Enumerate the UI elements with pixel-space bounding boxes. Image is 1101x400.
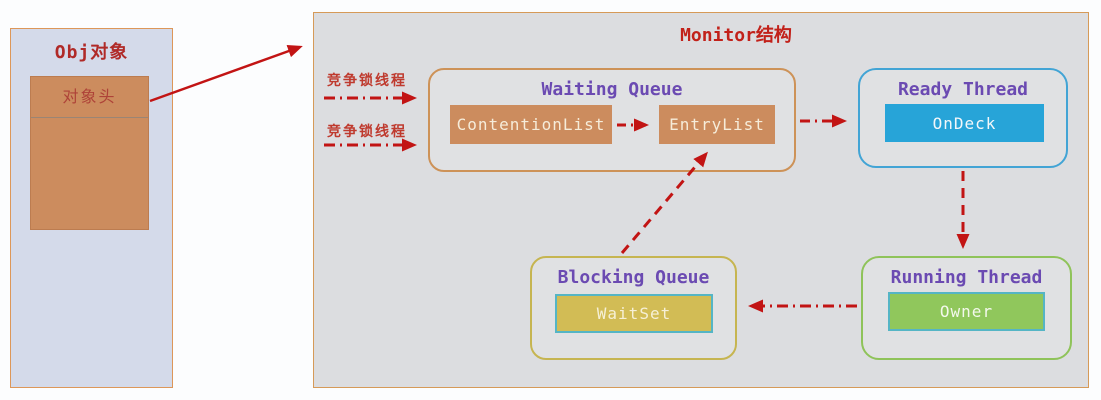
owner-box: Owner — [888, 292, 1045, 331]
entry-list-box: EntryList — [659, 105, 775, 144]
contention-list-box: ContentionList — [450, 105, 612, 144]
object-header-box: 对象头 — [30, 76, 149, 230]
waiting-queue-title: Waiting Queue — [541, 79, 683, 100]
contender-thread-label-2: 竞争锁线程 — [327, 124, 407, 140]
contender-thread-label-1: 竞争锁线程 — [327, 73, 407, 89]
ondeck-box: OnDeck — [885, 104, 1044, 142]
blocking-queue-title: Blocking Queue — [557, 267, 710, 288]
running-thread-title: Running Thread — [890, 267, 1043, 288]
obj-object-container: Obj对象 对象头 — [10, 28, 173, 388]
ready-thread-title: Ready Thread — [897, 79, 1029, 100]
monitor-title: Monitor结构 — [680, 25, 792, 46]
obj-object-title: Obj对象 — [54, 42, 129, 63]
object-header-label: 对象头 — [31, 77, 148, 118]
waitset-box: WaitSet — [555, 294, 713, 333]
